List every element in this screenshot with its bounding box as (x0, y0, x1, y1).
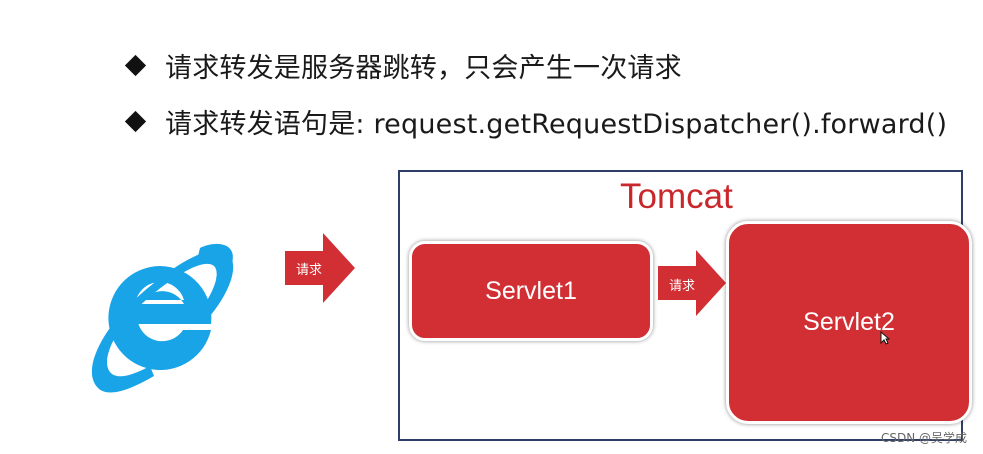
request-arrow-2 (658, 250, 726, 316)
servlet2-label: Servlet2 (803, 308, 895, 336)
request-arrow-1 (285, 233, 355, 303)
bullet-line-2: 请求转发语句是: request.getRequestDispatcher().… (124, 102, 948, 141)
diamond-bullet-icon (124, 110, 147, 133)
mouse-cursor-icon (880, 331, 890, 345)
request-arrow-2-label: 请求 (669, 279, 696, 294)
bullet-line-1: 请求转发是服务器跳转，只会产生一次请求 (124, 46, 682, 85)
diamond-bullet-icon (124, 54, 147, 77)
tomcat-title: Tomcat (620, 177, 733, 216)
watermark: CSDN @吴学成 (880, 431, 967, 445)
internet-explorer-icon (91, 243, 234, 393)
bullet-text-2: 请求转发语句是: request.getRequestDispatcher().… (165, 109, 948, 140)
servlet2-box: Servlet2 (726, 221, 972, 424)
servlet1-box: Servlet1 (409, 241, 653, 341)
request-arrow-1-label: 请求 (296, 263, 323, 278)
servlet1-label: Servlet1 (485, 276, 577, 305)
bullet-text-1: 请求转发是服务器跳转，只会产生一次请求 (165, 53, 682, 84)
